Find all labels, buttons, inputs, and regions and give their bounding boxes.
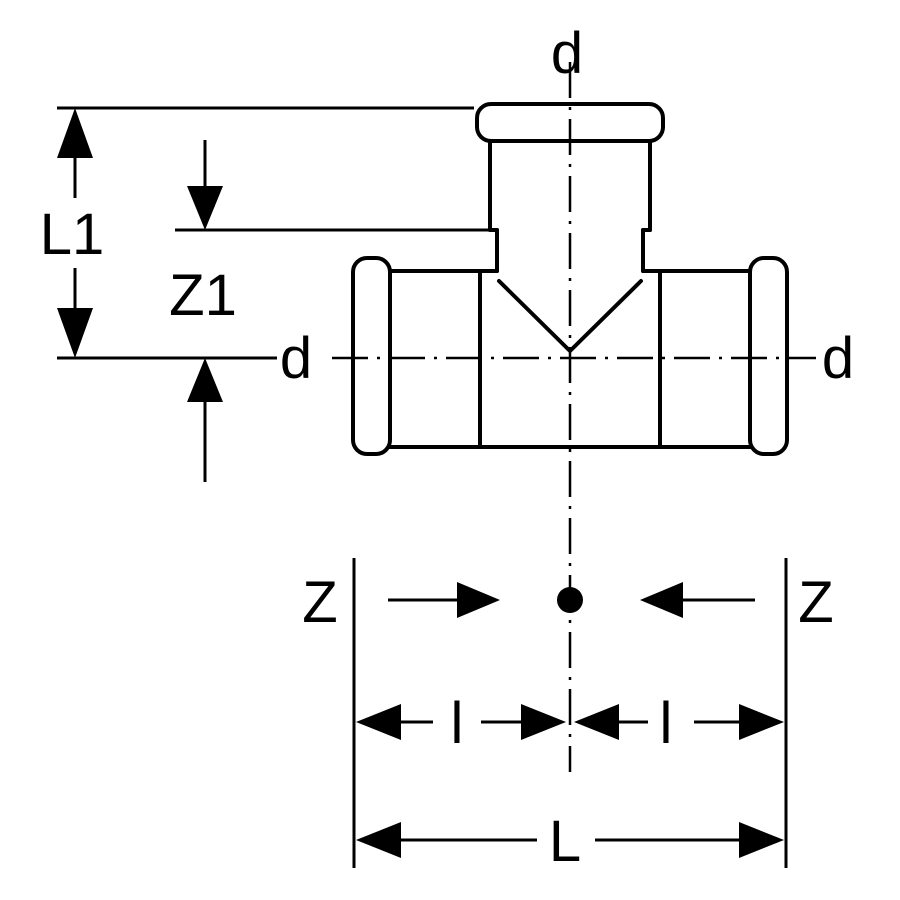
branch-junction-lines (497, 279, 643, 353)
l1-arrow-down (57, 308, 93, 358)
z-right-arrow (640, 582, 683, 618)
label-d-top: d (551, 21, 583, 86)
l-left-inner-arrow (521, 704, 566, 740)
label-d-right: d (822, 326, 854, 391)
left-socket-bead (351, 256, 392, 456)
z-left-arrow (457, 582, 500, 618)
l1-arrow-up (57, 108, 93, 158)
z1-arrow-down (187, 186, 223, 230)
right-socket-bead (748, 256, 789, 456)
label-Z-left: Z (302, 570, 337, 635)
label-d-left: d (280, 326, 312, 391)
label-Z-right: Z (798, 570, 833, 635)
l-left-outer-arrow (356, 704, 401, 740)
l-right-outer-arrow (739, 704, 784, 740)
z1-arrow-up (187, 358, 223, 402)
label-L: L (549, 809, 581, 874)
L-left-arrow (356, 822, 401, 858)
dimension-labels: d L1 Z1 d d Z Z l l L (40, 21, 854, 874)
bottom-dimensions (352, 558, 788, 868)
label-Z1: Z1 (169, 263, 237, 328)
branch-socket-walls (488, 139, 652, 232)
label-l-right: l (660, 691, 673, 756)
center-point-marker (557, 587, 583, 613)
left-dimensions (57, 106, 490, 482)
centerlines (332, 62, 816, 772)
label-L1: L1 (40, 202, 105, 267)
l-right-inner-arrow (574, 704, 619, 740)
branch-tube-walls (495, 228, 645, 273)
L-right-arrow (739, 822, 784, 858)
label-l-left: l (451, 691, 464, 756)
